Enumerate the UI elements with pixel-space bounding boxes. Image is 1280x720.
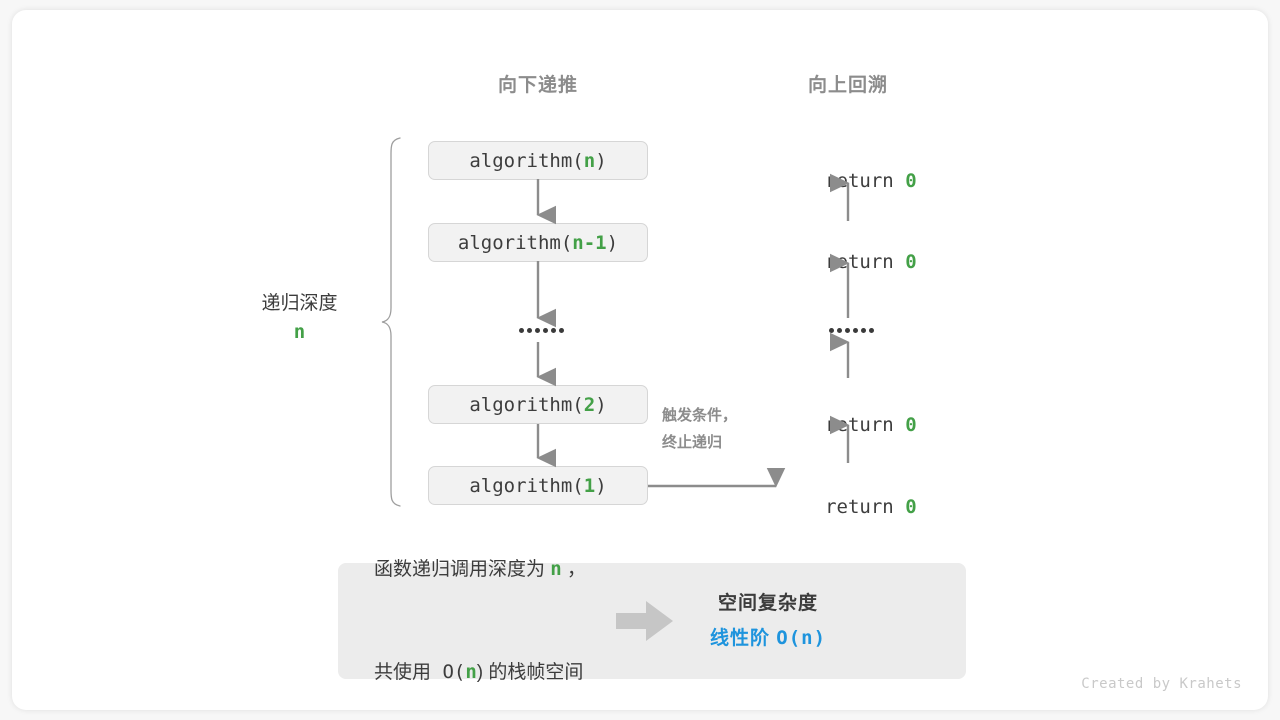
call-box-n-minus-1[interactable]: algorithm(n-1) [428, 223, 648, 262]
call-box-arg: 1 [583, 474, 596, 497]
trigger-note-line1: 触发条件， [662, 407, 738, 424]
heading-backtrack-up: 向上回溯 [807, 75, 888, 96]
trigger-note-line2: 终止递归 [662, 434, 723, 451]
call-box-prefix: algorithm( [469, 393, 584, 416]
summary-line2-n: n [465, 661, 477, 683]
return-value: 0 [905, 496, 917, 518]
depth-label: 递归深度 n [222, 291, 377, 347]
trigger-condition-note: 触发条件， 终止递归 [662, 402, 737, 456]
recursion-down-arrows [536, 179, 557, 468]
call-box-n[interactable]: algorithm(n) [428, 141, 648, 180]
return-keyword: return [825, 496, 906, 518]
call-box-suffix: ) [606, 231, 619, 254]
return-value: 0 [905, 414, 917, 436]
return-value: 0 [905, 170, 917, 192]
complexity-notation: O(n) [776, 626, 827, 649]
summary-line-2: 共使用 O(n) 的栈帧空间 [374, 655, 586, 690]
summary-line1-prefix: 函数递归调用深度为 [374, 559, 551, 580]
complexity-name: 线性阶 [710, 627, 777, 649]
credit-text: Created by Krahets [1081, 676, 1242, 692]
call-box-prefix: algorithm( [457, 231, 573, 254]
summary-conclusion-title: 空间复杂度 [718, 592, 819, 614]
depth-label-value: n [293, 321, 306, 343]
call-box-2[interactable]: algorithm(2) [428, 385, 648, 424]
implies-arrow-icon [616, 601, 674, 641]
summary-line1-n: n [550, 558, 562, 580]
summary-line1-suffix: ， [561, 559, 587, 580]
call-box-prefix: algorithm( [469, 149, 584, 172]
return-label-bottom: return 0 [748, 474, 948, 540]
summary-panel: 函数递归调用深度为 n ， 共使用 O(n) 的栈帧空间 空间复杂度 线性阶 O… [338, 558, 966, 683]
summary-line2-suffix: ) 的栈帧空间 [476, 662, 584, 683]
depth-label-text: 递归深度 [261, 293, 338, 314]
call-box-arg: n-1 [572, 231, 607, 254]
ellipsis-dots-left [519, 328, 564, 333]
summary-line-1: 函数递归调用深度为 n ， [374, 552, 586, 587]
heading-recursion-down: 向下递推 [497, 75, 578, 96]
call-box-suffix: ) [595, 393, 607, 416]
call-box-suffix: ) [595, 149, 607, 172]
summary-conclusion: 空间复杂度 线性阶 O(n) [710, 587, 826, 656]
call-box-suffix: ) [595, 474, 607, 497]
backtrack-up-arrows [829, 173, 850, 463]
summary-conclusion-value: 线性阶 O(n) [710, 621, 826, 656]
summary-description: 函数递归调用深度为 n ， 共使用 O(n) 的栈帧空间 [374, 484, 586, 710]
call-box-arg: n [583, 149, 596, 172]
diagram-canvas: 向下递推 向上回溯 递归深度 n algorithm(n) algorithm(… [12, 10, 1268, 710]
ellipsis-dots-right [829, 328, 874, 333]
call-box-arg: 2 [583, 393, 596, 416]
terminate-recursion-arrow [648, 467, 786, 488]
call-box-prefix: algorithm( [469, 474, 584, 497]
depth-brace [381, 137, 401, 507]
return-value: 0 [905, 251, 917, 273]
call-box-1[interactable]: algorithm(1) [428, 466, 648, 505]
summary-line2-prefix: 共使用 O( [374, 661, 466, 683]
